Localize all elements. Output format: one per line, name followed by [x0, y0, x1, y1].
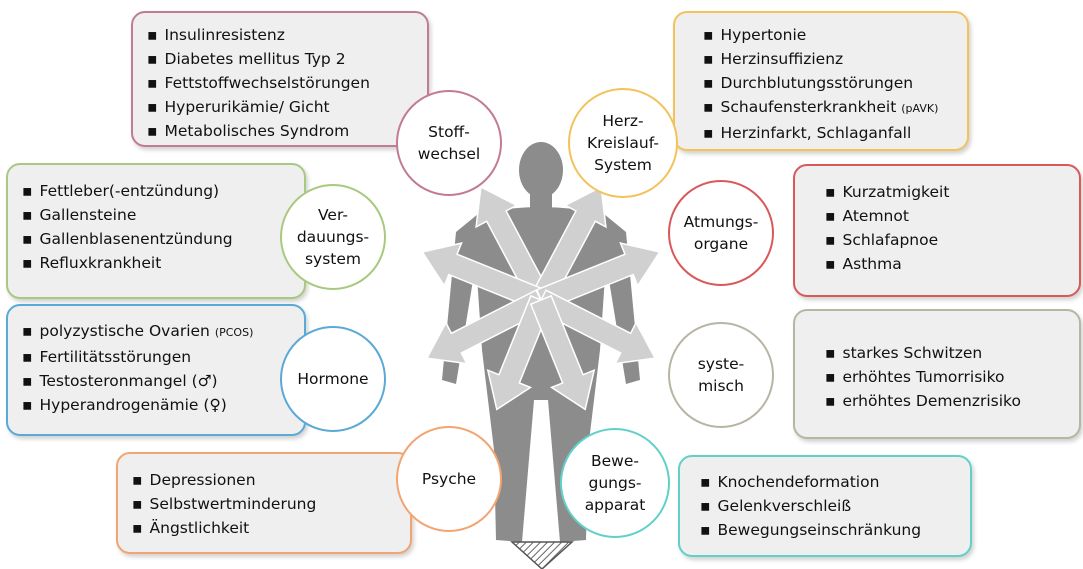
list-item: Selbstwertminderung [132, 492, 410, 516]
list-item-text: Schaufensterkrankheit [721, 98, 897, 116]
list-item: Fertilitätsstörungen [22, 345, 304, 369]
list-item: Schlafapnoe [825, 228, 1079, 252]
stoffwechsel-label: Stoff- wechsel [418, 121, 480, 165]
systemisch-box: starkes Schwitzen erhöhtes Tumorrisiko e… [793, 309, 1081, 439]
herz-box: Hypertonie Herzinsuffizienz Durchblutung… [673, 11, 969, 151]
herz-circle: Herz- Kreislauf- System [568, 88, 678, 198]
hormone-label: Hormone [297, 368, 368, 390]
list-item: Gallensteine [22, 203, 304, 227]
hormone-box: polyzystische Ovarien (PCOS) Fertilitäts… [6, 304, 306, 436]
list-item: Hyperandrogenämie (♀) [22, 393, 304, 417]
list-item: starkes Schwitzen [825, 341, 1079, 365]
atmung-label: Atmungs- organe [684, 211, 759, 255]
psyche-circle: Psyche [396, 426, 502, 532]
list-item-text: polyzystische Ovarien [40, 322, 210, 340]
bewegung-box: Knochendeformation Gelenkverschleiß Bewe… [678, 455, 972, 557]
verdauung-box: Fettleber(-entzündung) Gallensteine Gall… [6, 163, 306, 299]
bewegung-circle: Bewe- gungs- apparat [560, 428, 670, 538]
list-item: Herzinfarkt, Schlaganfall [703, 121, 967, 145]
list-item: Testosteronmangel (♂) [22, 369, 304, 393]
stoffwechsel-box: Insulinresistenz Diabetes mellitus Typ 2… [131, 11, 429, 147]
list-item: Hypertonie [703, 23, 967, 47]
list-item: Schaufensterkrankheit (pAVK) [703, 95, 967, 121]
list-item: Gelenkverschleiß [700, 494, 970, 518]
list-item: Atemnot [825, 204, 1079, 228]
list-item: Durchblutungsstörungen [703, 71, 967, 95]
list-item: Knochendeformation [700, 470, 970, 494]
psyche-label: Psyche [422, 468, 476, 490]
list-item: Ängstlichkeit [132, 516, 410, 540]
list-item: polyzystische Ovarien (PCOS) [22, 319, 304, 345]
list-item: Hyperurikämie/ Gicht [147, 95, 427, 119]
atmung-circle: Atmungs- organe [668, 180, 774, 286]
list-item: Diabetes mellitus Typ 2 [147, 47, 427, 71]
list-item: Herzinsuffizienz [703, 47, 967, 71]
list-item: Fettleber(-entzündung) [22, 179, 304, 203]
list-item-note: (pAVK) [901, 102, 938, 115]
bewegung-label: Bewe- gungs- apparat [585, 450, 646, 516]
list-item-note: (PCOS) [215, 326, 254, 339]
list-item: Bewegungseinschränkung [700, 518, 970, 542]
list-item: erhöhtes Tumorrisiko [825, 365, 1079, 389]
stoffwechsel-circle: Stoff- wechsel [396, 90, 502, 196]
verdauung-circle: Ver- dauungs- system [280, 184, 386, 290]
list-item: Fettstoffwechselstörungen [147, 71, 427, 95]
verdauung-label: Ver- dauungs- system [297, 204, 369, 270]
psyche-box: Depressionen Selbstwertminderung Ängstli… [116, 452, 412, 554]
atmung-box: Kurzatmigkeit Atemnot Schlafapnoe Asthma [793, 164, 1081, 297]
list-item: Metabolisches Syndrom [147, 119, 427, 143]
list-item: Asthma [825, 252, 1079, 276]
list-item: Gallenblasenentzündung [22, 227, 304, 251]
list-item: erhöhtes Demenzrisiko [825, 389, 1079, 413]
systemisch-circle: syste- misch [668, 322, 774, 428]
list-item: Insulinresistenz [147, 23, 427, 47]
list-item: Depressionen [132, 468, 410, 492]
systemisch-label: syste- misch [698, 353, 745, 397]
herz-label: Herz- Kreislauf- System [587, 110, 659, 176]
hormone-circle: Hormone [280, 326, 386, 432]
list-item: Kurzatmigkeit [825, 180, 1079, 204]
list-item: Refluxkrankheit [22, 251, 304, 275]
funnel-icon [512, 542, 572, 569]
